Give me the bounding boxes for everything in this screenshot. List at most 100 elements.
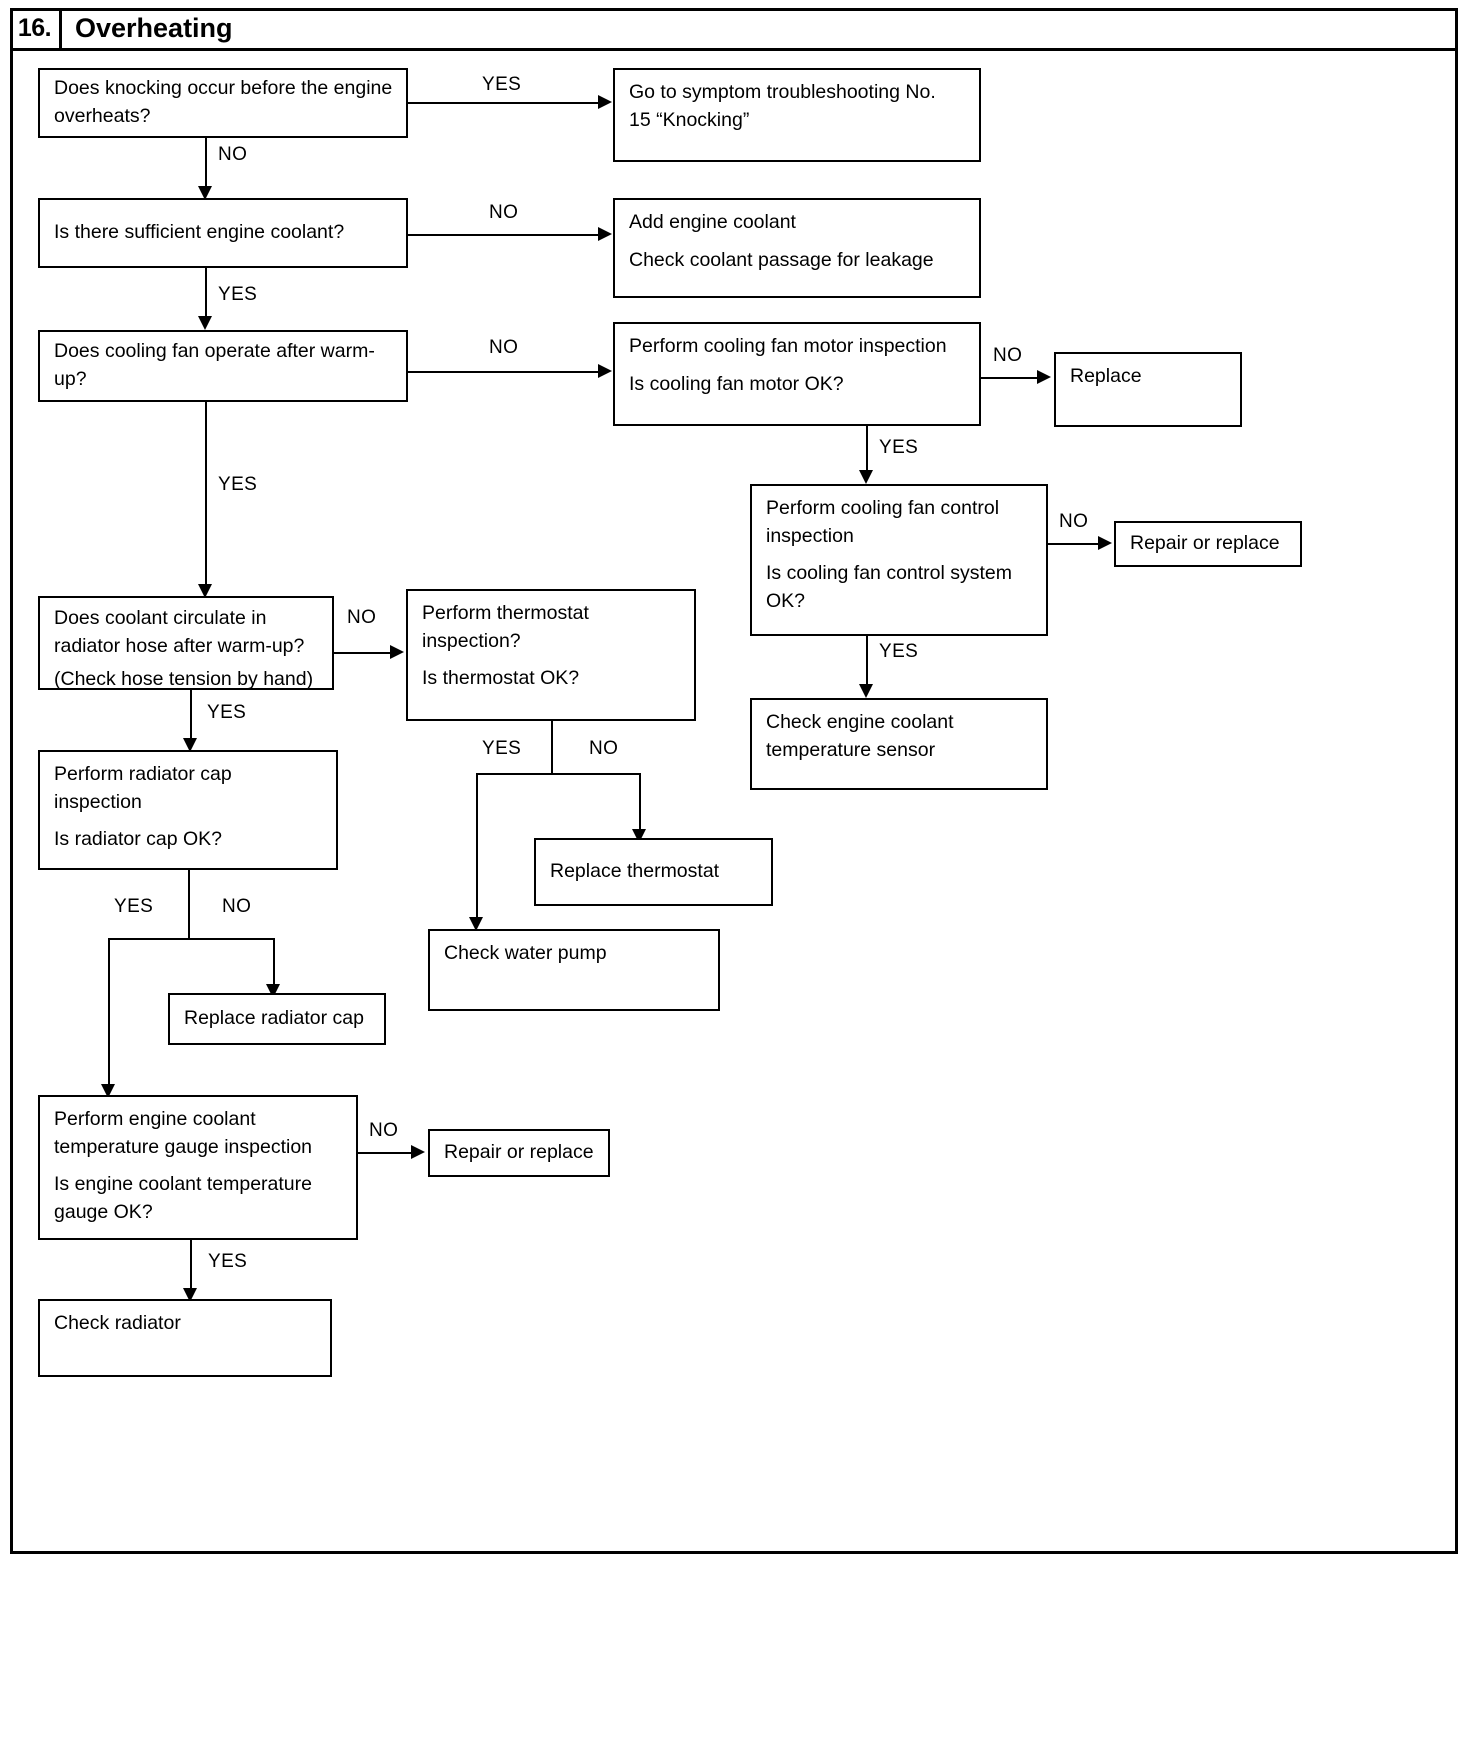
label-fan-motor-no: NO [993,345,1023,366]
arrowhead-temp-gauge-no [411,1145,425,1159]
node-text: Repair or replace [1130,532,1280,555]
label-coolant-yes: YES [218,284,258,305]
node-text-line1: Perform engine coolant temperature gauge… [54,1108,313,1158]
node-text: Replace [1070,365,1142,387]
arrowhead-fan-motor-no [1037,370,1051,384]
connector-knocking-yes [408,102,600,104]
arrowhead-coolant-yes [198,316,212,330]
label-circulate-no: NO [347,607,377,628]
node-radiator-cap-inspection: Perform radiator cap inspection Is radia… [38,750,338,870]
node-repair-or-replace-fan-control: Repair or replace [1114,521,1302,567]
node-text: Replace thermostat [550,860,720,883]
label-radiator-cap-yes: YES [114,896,154,917]
connector-thermostat-yes [476,773,478,921]
node-text: Is there sufficient engine coolant? [54,221,345,244]
arrowhead-coolant-no [598,227,612,241]
node-does-coolant-circulate: Does coolant circulate in radiator hose … [38,596,334,690]
label-fan-operate-yes: YES [218,474,258,495]
node-check-radiator: Check radiator [38,1299,332,1377]
connector-fan-operate-yes [205,402,207,588]
arrowhead-radiator-cap-yes [101,1084,115,1098]
arrowhead-circulate-yes [183,738,197,752]
connector-radiator-cap-stem [188,870,190,938]
connector-thermostat-no [639,773,641,833]
node-text-line2: Is cooling fan motor OK? [629,372,844,395]
connector-coolant-yes [205,268,207,320]
connector-radiator-cap-yes [108,938,110,1088]
connector-fan-control-yes [866,636,868,688]
node-text: Does knocking occur before the engine ov… [54,77,393,127]
connector-thermostat-tbar [476,773,641,775]
node-does-cooling-fan-operate: Does cooling fan operate after warm-up? [38,330,408,402]
connector-circulate-no [334,652,392,654]
node-text-line1: Add engine coolant [629,211,796,233]
node-text: Check radiator [54,1312,181,1334]
node-replace-thermostat: Replace thermostat [534,838,773,906]
label-thermostat-no: NO [589,738,619,759]
node-text: Check water pump [444,942,607,964]
node-text: Replace radiator cap [184,1007,364,1030]
node-does-knocking-occur: Does knocking occur before the engine ov… [38,68,408,138]
arrowhead-fan-operate-no [598,364,612,378]
node-text-line2: Check coolant passage for leakage [629,248,934,271]
node-text-line1: Perform radiator cap inspection [54,763,232,813]
header-divider [10,48,1458,51]
node-text-line1: Check engine coolant [766,711,954,733]
label-temp-gauge-yes: YES [208,1251,248,1272]
label-fan-operate-no: NO [489,337,519,358]
connector-fan-motor-no [981,377,1039,379]
node-text-line1: Does coolant circulate in [54,607,267,629]
connector-radiator-cap-tbar [108,938,275,940]
node-text-line2: 15 “Knocking” [629,108,750,131]
node-repair-or-replace-gauge: Repair or replace [428,1129,610,1177]
node-text-line3: (Check hose tension by hand) [54,668,314,691]
node-text-line2: Is cooling fan control system OK? [766,562,1013,613]
node-check-engine-coolant-temperature-sensor: Check engine coolant temperature sensor [750,698,1048,790]
label-coolant-no: NO [489,202,519,223]
label-fan-control-no: NO [1059,511,1089,532]
arrowhead-fan-control-no [1098,536,1112,550]
connector-temp-gauge-no [358,1152,413,1154]
label-temp-gauge-no: NO [369,1120,399,1141]
node-engine-coolant-temperature-gauge-inspection: Perform engine coolant temperature gauge… [38,1095,358,1240]
node-cooling-fan-control-inspection: Perform cooling fan control inspection I… [750,484,1048,636]
label-fan-motor-yes: YES [879,437,919,458]
connector-thermostat-stem [551,721,553,773]
connector-temp-gauge-yes [190,1240,192,1292]
node-cooling-fan-motor-inspection: Perform cooling fan motor inspection Is … [613,322,981,426]
arrowhead-fan-operate-yes [198,584,212,598]
label-fan-control-yes: YES [879,641,919,662]
section-number: 16. [10,8,62,48]
page-border [10,8,1458,1554]
label-radiator-cap-no: NO [222,896,252,917]
node-replace: Replace [1054,352,1242,427]
label-knocking-yes: YES [482,74,522,95]
node-thermostat-inspection: Perform thermostat inspection? Is thermo… [406,589,696,721]
connector-fan-operate-no [408,371,600,373]
connector-knocking-no [205,138,207,190]
node-text-line1: Perform cooling fan motor inspection [629,335,947,357]
label-knocking-no: NO [218,144,248,165]
connector-radiator-cap-no [273,938,275,988]
node-check-water-pump: Check water pump [428,929,720,1011]
node-text-line2: Is engine coolant temperature gauge OK? [54,1173,312,1224]
arrowhead-fan-control-yes [859,684,873,698]
node-text-line1: Perform cooling fan control inspection [766,497,1000,547]
node-goto-symptom-15: Go to symptom troubleshooting No. 15 “Kn… [613,68,981,162]
node-sufficient-engine-coolant: Is there sufficient engine coolant? [38,198,408,268]
node-text-line2: Is radiator cap OK? [54,828,222,851]
page-title: Overheating [75,12,233,43]
arrowhead-temp-gauge-yes [183,1288,197,1302]
node-text-line2: radiator hose after warm-up? [54,634,305,657]
node-text: Does cooling fan operate after warm-up? [54,340,375,390]
arrowhead-thermostat-yes [469,917,483,931]
arrowhead-circulate-no [390,645,404,659]
node-text-line1: Go to symptom troubleshooting No. [629,81,936,103]
connector-fan-motor-yes [866,426,868,474]
arrowhead-fan-motor-yes [859,470,873,484]
node-text-line2: temperature sensor [766,738,936,761]
node-text: Repair or replace [444,1141,594,1164]
connector-circulate-yes [190,690,192,742]
node-text-line2: Is thermostat OK? [422,667,580,690]
